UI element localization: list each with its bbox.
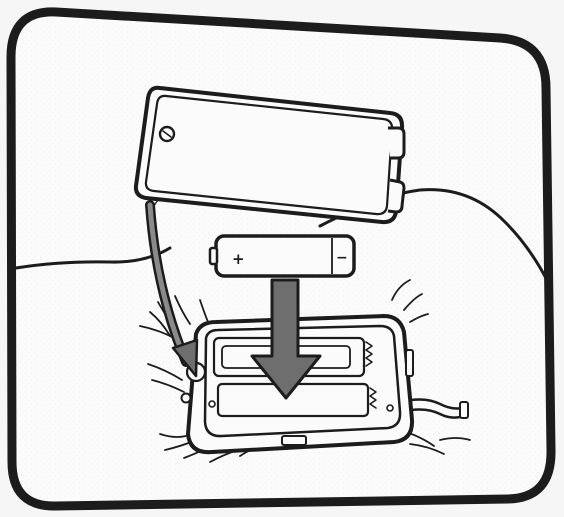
battery-cover-icon — [133, 85, 406, 225]
insert-down-arrow-icon — [250, 278, 322, 400]
sensor-cable-icon — [409, 398, 469, 419]
battery-negative-symbol: − — [336, 250, 348, 266]
aa-battery-icon: + − — [208, 234, 356, 278]
hinge-curved-arrow-icon — [145, 200, 199, 378]
battery-positive-symbol: + — [232, 250, 245, 268]
